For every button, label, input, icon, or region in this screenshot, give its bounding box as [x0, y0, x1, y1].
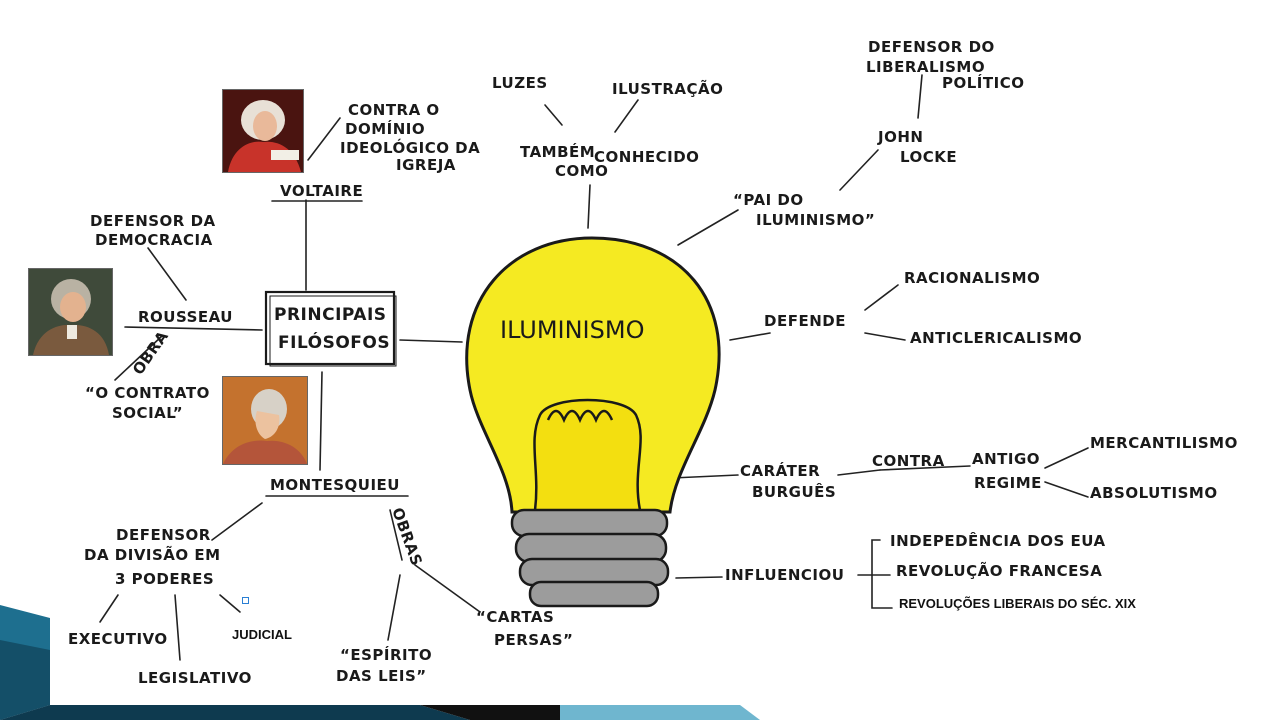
- obra-espirito-1: “ESPÍRITO: [340, 645, 432, 664]
- rousseau-obra-1: “O CONTRATO: [85, 384, 210, 402]
- montesquieu-desc-3: 3 PODERES: [115, 570, 214, 588]
- target-antigo: ANTIGO: [972, 450, 1040, 468]
- montesquieu-portrait-image: [222, 376, 308, 465]
- leaf-independencia: INDEPEDÊNCIA DOS EUA: [890, 531, 1106, 550]
- leaf-absolutismo: ABSOLUTISMO: [1090, 484, 1218, 502]
- rousseau-obra-2: SOCIAL”: [112, 404, 183, 422]
- leaf-luzes: LUZES: [492, 74, 548, 92]
- voltaire-desc-4: IGREJA: [396, 156, 456, 174]
- montesquieu-desc-2: DA DIVISÃO EM: [84, 545, 221, 564]
- connector-influenciou: INFLUENCIOU: [725, 566, 844, 584]
- principais-filosofos-box: [266, 292, 396, 366]
- target-regime: REGIME: [974, 474, 1042, 492]
- rousseau-desc-2: DEMOCRACIA: [95, 231, 213, 249]
- leaf-anticlericalismo: ANTICLERICALISMO: [910, 329, 1082, 347]
- obra-cartas-1: “CARTAS: [476, 608, 554, 626]
- connector-conhecido: CONHECIDO: [594, 148, 699, 166]
- locke-desc-3: POLÍTICO: [942, 73, 1024, 92]
- selection-marker[interactable]: [242, 597, 249, 604]
- name-montesquieu: MONTESQUIEU: [270, 476, 400, 494]
- obra-espirito-2: DAS LEIS”: [336, 667, 427, 685]
- rousseau-desc-1: DEFENSOR DA: [90, 212, 216, 230]
- leaf-racionalismo: RACIONALISMO: [904, 269, 1040, 287]
- montesquieu-desc-1: DEFENSOR: [116, 526, 211, 544]
- leaf-mercantilismo: MERCANTILISMO: [1090, 434, 1238, 452]
- leaf-revolucoes-liberais: REVOLUÇÕES LIBERAIS DO SÉC. XIX: [899, 596, 1136, 611]
- poder-judicial: JUDICIAL: [232, 627, 292, 642]
- name-rousseau: ROUSSEAU: [138, 308, 233, 326]
- label-carater: CARÁTER: [740, 461, 820, 480]
- connector-iluminismo: ILUMINISMO”: [756, 211, 875, 229]
- name-voltaire: VOLTAIRE: [280, 182, 363, 200]
- filosofos-line-2: FILÓSOFOS: [278, 331, 390, 353]
- label-burgues: BURGUÊS: [752, 482, 836, 501]
- voltaire-desc-1: CONTRA O: [348, 101, 440, 119]
- voltaire-desc-2: DOMÍNIO: [345, 119, 425, 138]
- light-bulb-icon: [467, 238, 719, 606]
- connector-contra: CONTRA: [872, 452, 945, 470]
- rousseau-portrait-image: [28, 268, 113, 356]
- locke-desc-1: DEFENSOR DO: [868, 38, 995, 56]
- name-locke: LOCKE: [900, 148, 957, 166]
- poder-legislativo: LEGISLATIVO: [138, 669, 252, 687]
- poder-executivo: EXECUTIVO: [68, 630, 168, 648]
- filosofos-line-1: PRINCIPAIS: [274, 305, 387, 325]
- voltaire-desc-3: IDEOLÓGICO DA: [340, 138, 480, 157]
- leaf-revolucao-francesa: REVOLUÇÃO FRANCESA: [896, 561, 1102, 580]
- obra-cartas-2: PERSAS”: [494, 631, 573, 649]
- connector-pai-do: “PAI DO: [733, 191, 804, 209]
- name-john: JOHN: [877, 128, 923, 146]
- montesquieu-obras-label: OBRAS: [388, 505, 426, 568]
- center-title: ILUMINISMO: [500, 316, 644, 344]
- voltaire-portrait-image: [222, 89, 304, 173]
- connector-defende: DEFENDE: [764, 312, 846, 330]
- leaf-ilustracao: ILUSTRAÇÃO: [612, 79, 723, 98]
- rousseau-obra-label: OBRA: [129, 327, 172, 378]
- connector-tambem: TAMBÉM: [520, 142, 595, 161]
